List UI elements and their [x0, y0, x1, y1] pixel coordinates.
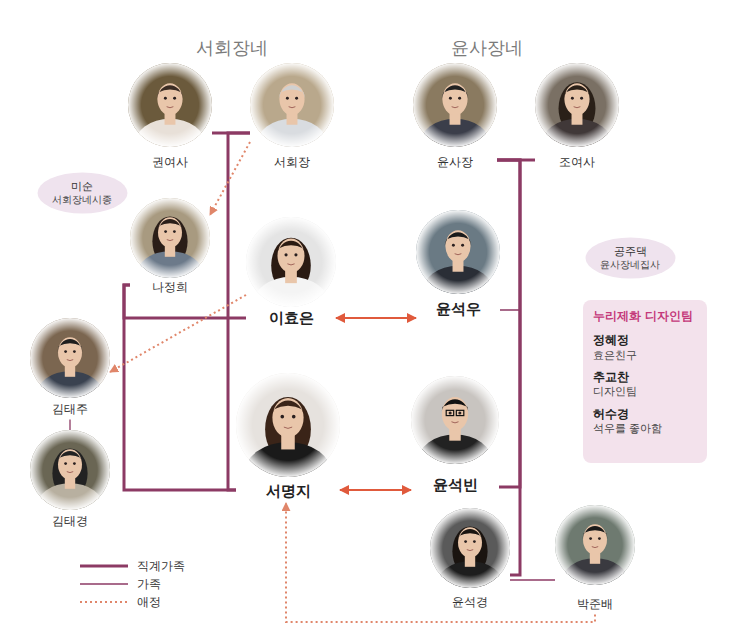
character-node: 서명지	[236, 373, 340, 503]
family-line	[497, 160, 520, 575]
legend-label: 가족	[137, 577, 161, 591]
character-name: 박준배	[577, 597, 613, 611]
legend-sample	[80, 601, 128, 603]
relative-line	[497, 160, 520, 310]
member-note: 석우를 좋아함	[593, 422, 697, 435]
portrait-photo	[236, 373, 340, 477]
family-line	[124, 285, 236, 490]
legend-label: 애정	[137, 595, 161, 609]
character-node: 나정희	[130, 198, 210, 297]
portrait-photo	[246, 217, 336, 307]
character-node: 윤석경	[430, 508, 510, 612]
role-ellipse: 공주댁윤사장네집사	[585, 237, 676, 279]
member-name: 허수경	[593, 407, 697, 421]
family-heading: 서회장네	[196, 37, 268, 59]
romance-arrow	[336, 317, 416, 319]
character-node: 박준배	[555, 505, 635, 614]
role-ellipse: 미순서회장네시종	[37, 172, 128, 214]
team-title: 누리제화 디자인팀	[593, 309, 697, 323]
character-name: 윤석빈	[433, 476, 478, 494]
family-line	[497, 160, 520, 487]
member-note: 디자인팀	[593, 385, 697, 398]
legend-sample	[80, 583, 128, 584]
character-name: 김태주	[52, 402, 88, 416]
portrait-photo	[250, 63, 334, 147]
legend-label: 직계가족	[137, 559, 185, 573]
character-node: 조여사	[535, 63, 619, 172]
family-heading: 윤사장네	[451, 37, 523, 59]
affection-arrow	[110, 295, 246, 372]
character-name: 미순	[52, 180, 112, 193]
relative-line	[69, 419, 70, 430]
character-node: 김태경	[30, 430, 110, 531]
character-name: 나정희	[152, 280, 188, 294]
relative-line	[510, 579, 555, 580]
romance-arrow	[340, 489, 411, 491]
character-name: 윤석우	[436, 300, 481, 318]
character-name: 조여사	[559, 155, 595, 169]
character-name: 권여사	[152, 155, 188, 169]
character-name: 공주댁	[600, 245, 660, 258]
character-name: 김태경	[52, 514, 88, 528]
portrait-photo	[30, 430, 110, 510]
affection-arrow	[210, 142, 250, 215]
affection-arrow	[286, 503, 595, 622]
character-node: 윤석빈	[411, 376, 499, 497]
portrait-photo	[416, 210, 500, 294]
member-name: 정혜정	[593, 333, 697, 347]
member-note: 효은친구	[593, 349, 697, 362]
legend-sample	[80, 565, 128, 568]
character-node: 이효은	[246, 217, 336, 330]
character-name: 윤석경	[452, 595, 488, 609]
character-node: 권여사	[128, 63, 212, 172]
character-node: 김태주	[30, 318, 110, 419]
character-name: 서명지	[266, 482, 311, 500]
character-node: 윤석우	[416, 210, 500, 321]
character-name: 서회장	[274, 155, 310, 169]
portrait-photo	[535, 63, 619, 147]
character-node: 윤사장	[413, 63, 497, 172]
character-name: 윤사장	[437, 155, 473, 169]
portrait-photo	[130, 198, 210, 278]
portrait-photo	[430, 508, 510, 588]
portrait-photo	[30, 318, 110, 398]
role-note: 윤사장네집사	[600, 259, 660, 271]
portrait-photo	[555, 505, 635, 585]
portrait-photo	[128, 63, 212, 147]
member-name: 추교찬	[593, 370, 697, 384]
portrait-photo	[411, 376, 499, 464]
portrait-photo	[413, 63, 497, 147]
character-name: 이효은	[269, 309, 314, 327]
character-node: 서회장	[250, 63, 334, 172]
role-note: 서회장네시종	[52, 194, 112, 206]
team-panel: 누리제화 디자인팀정혜정효은친구추교찬디자인팀허수경석우를 좋아함	[583, 300, 707, 463]
